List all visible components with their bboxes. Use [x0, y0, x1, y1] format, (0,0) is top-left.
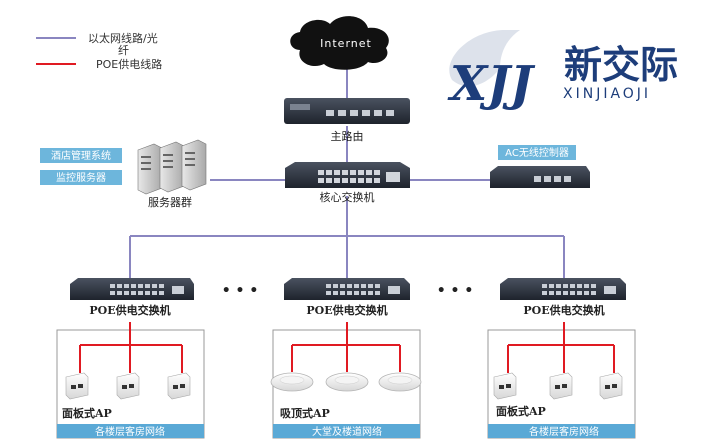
poe-switch-label: POE供电交换机 [306, 303, 387, 317]
group-footer-bg [57, 424, 204, 438]
server-group-label: 服务器群 [148, 195, 192, 209]
monitor-server-label-bg [40, 170, 122, 185]
core-switch-label: 核心交换机 [320, 190, 375, 204]
monitor-server-label: 监控服务器 [56, 171, 106, 184]
brand-pinyin: XINJIAOJI [563, 86, 651, 102]
panel-ap-icon [167, 372, 191, 400]
group-guest-rooms-2: 面板式AP 各楼层客房网络 [487, 322, 636, 439]
group-footer-label: 各楼层客房网络 [95, 425, 165, 438]
hotel-system-label: 酒店管理系统 [51, 149, 111, 162]
brand-name: 新交际 [564, 43, 678, 87]
poe-switch-label: POE供电交换机 [89, 303, 170, 317]
group-footer-label: 各楼层客房网络 [529, 425, 599, 438]
group-lobby: 吸顶式AP 大堂及楼道网络 [270, 322, 422, 439]
ethernet-links [129, 64, 565, 278]
cloud-icon [290, 16, 389, 70]
router-icon [284, 98, 410, 124]
legend: 以太网线路/光 纤 POE供电线路 [36, 31, 162, 71]
ellipsis-left: • • • [222, 283, 259, 299]
logo-mark: XJJ [447, 56, 536, 112]
logo-swoosh-icon [449, 30, 520, 87]
legend-ethernet-label: 以太网线路/光 [88, 31, 158, 45]
ceiling-ap-icon [325, 372, 369, 392]
poe-links [291, 322, 401, 372]
panel-ap-icon [599, 372, 623, 400]
group-footer-label: 大堂及楼道网络 [312, 425, 382, 438]
internet-cloud: Internet [290, 16, 389, 70]
main-router-label: 主路由 [331, 129, 364, 143]
legend-poe-label: POE供电线路 [96, 57, 162, 71]
poe-links [79, 322, 183, 373]
ellipsis-right: • • • [437, 283, 474, 299]
main-router: 主路由 [284, 98, 410, 143]
hotel-system-label-bg [40, 148, 122, 163]
internet-label: Internet [320, 37, 372, 50]
brand-logo: XJJ 新交际 XINJIAOJI [447, 30, 678, 112]
panel-ap-icon [65, 372, 89, 400]
poe-switch-1: POE供电交换机 [70, 278, 194, 317]
poe-switch-2: POE供电交换机 [284, 278, 410, 317]
ac-controller: AC无线控制器 [490, 145, 590, 188]
server-group: 酒店管理系统 监控服务器 服务器群 [40, 139, 207, 209]
core-switch: 核心交换机 [285, 162, 410, 204]
group-guest-rooms-1: 面板式AP 各楼层客房网络 [56, 322, 205, 439]
ac-controller-label-bg [498, 145, 576, 160]
ac-controller-label: AC无线控制器 [505, 146, 569, 159]
poe-switch-3: POE供电交换机 [500, 278, 626, 317]
panel-ap-icon [116, 372, 140, 400]
ap-type-label: 面板式AP [496, 404, 546, 418]
panel-ap-icon [493, 372, 517, 400]
poe-switch-label: POE供电交换机 [523, 303, 604, 317]
server-rack-icon [137, 139, 207, 195]
panel-ap-icon [549, 372, 573, 400]
legend-ethernet-label-cont: 纤 [118, 44, 129, 57]
group-footer-bg [488, 424, 635, 438]
ceiling-ap-icon [270, 372, 314, 392]
ap-type-label: 吸顶式AP [280, 406, 330, 420]
ap-type-label: 面板式AP [62, 406, 112, 420]
group-footer-bg [273, 424, 420, 438]
ceiling-ap-icon [378, 372, 422, 392]
poe-links [507, 322, 615, 373]
